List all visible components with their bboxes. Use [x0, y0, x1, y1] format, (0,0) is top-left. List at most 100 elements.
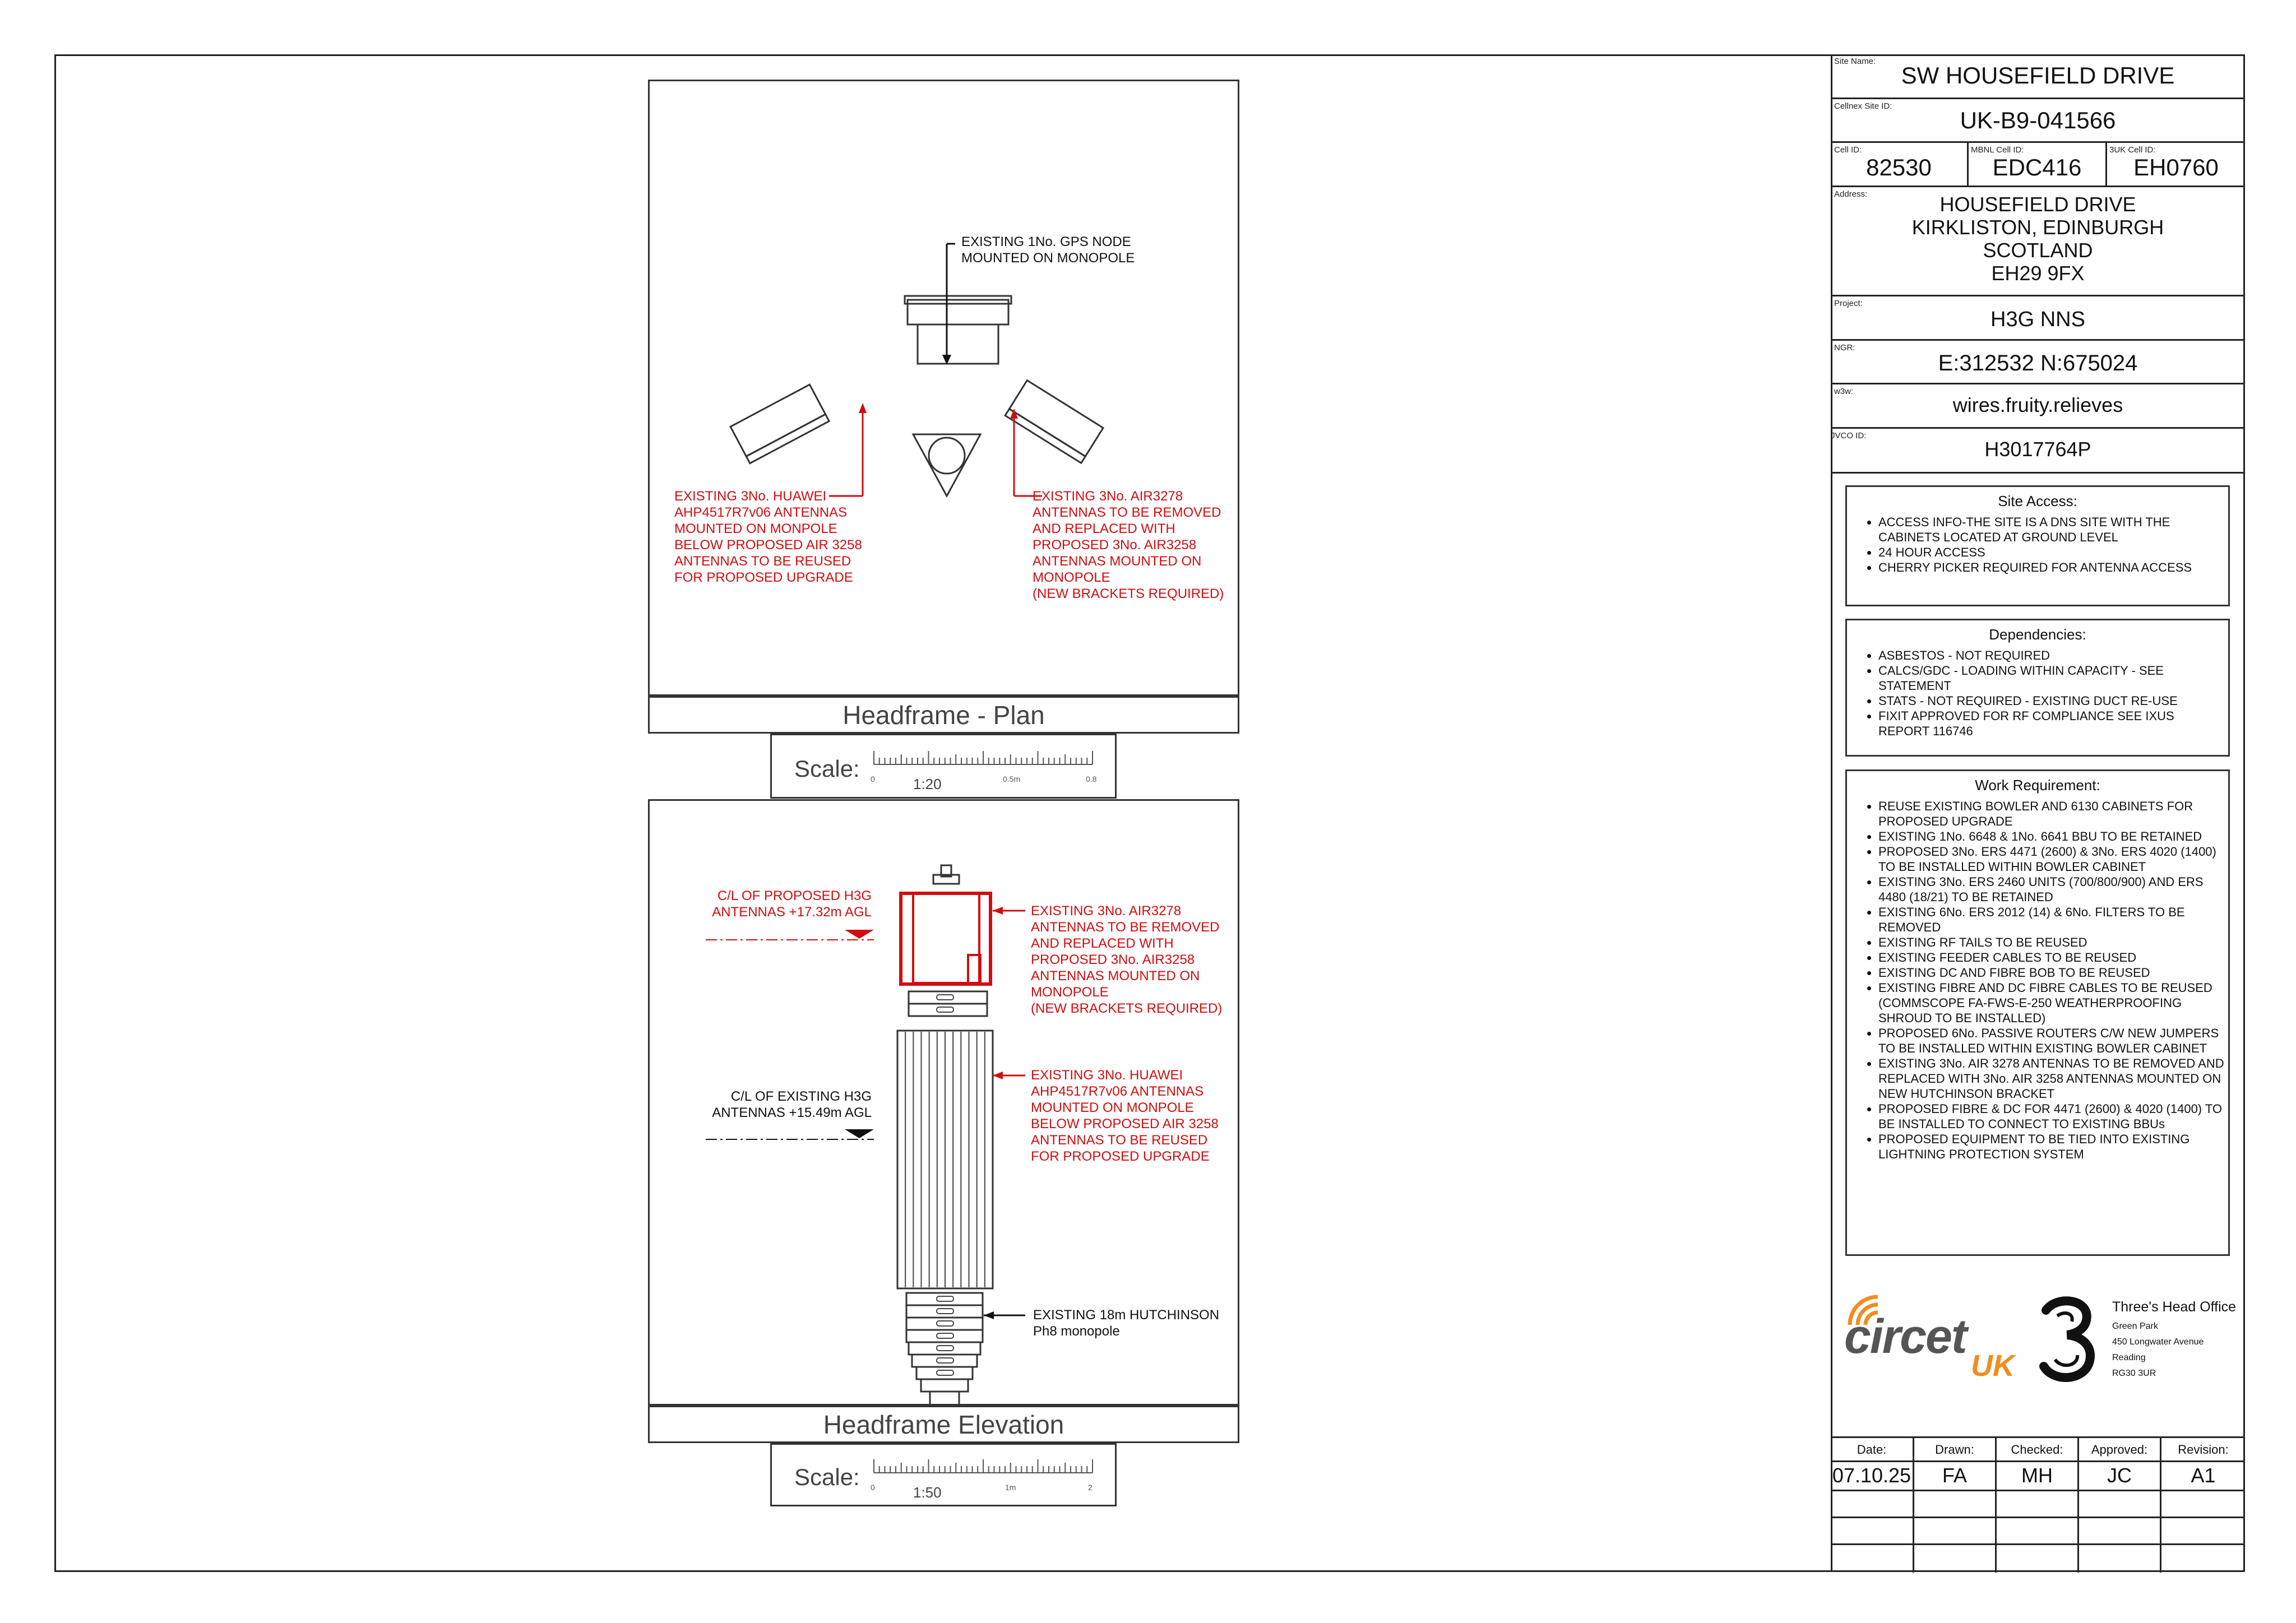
elevation-cl-proposed: C/L OF PROPOSED H3G ANTENNAS +17.32m AGL [712, 888, 872, 920]
list-item: 24 HOUR ACCESS [1878, 545, 2228, 560]
ngr: E:312532 N:675024 [1938, 351, 2138, 375]
elevation-existing-antenna [896, 1030, 994, 1290]
ngr-label: NGR: [1834, 343, 1855, 353]
project-label: Project: [1834, 299, 1863, 308]
plan-scale-ratio: 1:20 [913, 776, 942, 792]
plan-antenna-left [729, 383, 827, 458]
address-label: Address: [1834, 189, 1868, 199]
three-office-line: Reading [2112, 1353, 2146, 1362]
list-item: EXISTING 3No. AIR 3278 ANTENNAS TO BE RE… [1878, 1056, 2228, 1101]
dependencies-title: Dependencies: [1989, 626, 2086, 643]
three-office-address: Green Park 450 Longwater Avenue Reading … [2112, 1319, 2241, 1381]
list-item: EXISTING 6No. ERS 2012 (14) & 6No. FILTE… [1878, 905, 2228, 935]
signal-arcs-icon [1848, 1295, 1878, 1325]
site-access-box: Site Access: ACCESS INFO-THE SITE IS A D… [1845, 485, 2230, 606]
plan-headframe-triangle [911, 433, 982, 498]
ngr-row: NGR: E:312532 N:675024 [1831, 341, 2245, 384]
plan-panel: EXISTING 1No. GPS NODE MOUNTED ON MONOPO… [648, 80, 1239, 696]
list-item: EXISTING DC AND FIBRE BOB TO BE REUSED [1878, 965, 2228, 980]
list-item: ACCESS INFO-THE SITE IS A DNS SITE WITH … [1878, 514, 2228, 545]
list-item: EXISTING FEEDER CABLES TO BE REUSED [1878, 950, 2228, 965]
list-item: STATS - NOT REQUIRED - EXISTING DUCT RE-… [1878, 693, 2228, 708]
elevation-scale-ratio: 1:50 [913, 1484, 942, 1501]
plan-scale-label: Scale: [794, 755, 860, 782]
site-name-row: Site Name: SW HOUSEFIELD DRIVE [1831, 54, 2245, 99]
elevation-scale-bar [873, 1459, 1093, 1473]
elevation-scale: Scale: 0 1:50 1m 2 [770, 1443, 1117, 1506]
cell-id-label: Cell ID: [1834, 145, 1862, 155]
drawn-value: FA [1942, 1464, 1967, 1487]
list-item: REUSE EXISTING BOWLER AND 6130 CABINETS … [1878, 799, 2228, 829]
w3w: wires.fruity.relieves [1952, 393, 2123, 416]
mbnl-id: EDC416 [1992, 154, 2082, 180]
revision-header: Revision: [2178, 1443, 2229, 1457]
jvco-label: JVCO ID: [1831, 431, 1867, 440]
elevation-scale-tick-0: 0 [871, 1483, 875, 1492]
address-row: Address: HOUSEFIELD DRIVE KIRKLISTON, ED… [1831, 187, 2245, 296]
jvco: H3017764P [1984, 438, 2091, 461]
three-office-line: 450 Longwater Avenue [2112, 1337, 2204, 1347]
approved-header: Approved: [2091, 1443, 2148, 1457]
plan-scale-tick-mid: 0.5m [1003, 775, 1021, 783]
list-item: PROPOSED FIBRE & DC FOR 4471 (2600) & 40… [1878, 1101, 2228, 1132]
elevation-scale-tick-mid: 1m [1005, 1483, 1016, 1492]
plan-air-note: EXISTING 3No. AIR3278 ANTENNAS TO BE REM… [1033, 489, 1224, 601]
mbnl-label: MBNL Cell ID: [1971, 145, 2024, 155]
plan-title: Headframe - Plan [648, 696, 1239, 734]
address-line-1: HOUSEFIELD DRIVE [1939, 193, 2136, 216]
list-item: PROPOSED EQUIPMENT TO BE TIED INTO EXIST… [1878, 1132, 2228, 1162]
address-line-3: SCOTLAND [1983, 239, 2093, 262]
w3w-label: w3w: [1834, 387, 1854, 396]
cell-ids-row: Cell ID: 82530 MBNL Cell ID: EDC416 3UK … [1831, 143, 2245, 187]
project: H3G NNS [1991, 308, 2085, 331]
revision-value: A1 [2191, 1464, 2216, 1487]
circet-logo: circet UK [1844, 1289, 2029, 1383]
revision-table: Date: Drawn: Checked: Approved: Revision… [1831, 1436, 2245, 1573]
cellnex-label: Cellnex Site ID: [1834, 101, 1892, 111]
list-item: EXISTING FIBRE AND DC FIBRE CABLES TO BE… [1878, 980, 2228, 1026]
site-name: SW HOUSEFIELD DRIVE [1901, 62, 2175, 89]
elevation-panel: C/L OF PROPOSED H3G ANTENNAS +17.32m AGL… [648, 799, 1239, 1407]
plan-scale-bar [873, 751, 1093, 765]
plan-scale: Scale: 0 1:20 0.5m 0.8 [770, 734, 1117, 799]
drawn-header: Drawn: [1935, 1443, 1974, 1457]
elevation-air-note: EXISTING 3No. AIR3278 ANTENNAS TO BE REM… [1031, 903, 1223, 1016]
three-office-title: Three's Head Office [2112, 1299, 2237, 1315]
plan-pole-circle [928, 437, 966, 475]
threeuk-id: EH0760 [2133, 154, 2219, 180]
list-item: CALCS/GDC - LOADING WITHIN CAPACITY - SE… [1878, 663, 2228, 693]
three-office-line: Green Park [2112, 1321, 2158, 1331]
address: HOUSEFIELD DRIVE KIRKLISTON, EDINBURGH S… [1831, 193, 2245, 285]
date-header: Date: [1857, 1443, 1887, 1457]
site-name-label: Site Name: [1834, 57, 1876, 66]
work-requirement-list: REUSE EXISTING BOWLER AND 6130 CABINETS … [1847, 799, 2228, 1162]
dependencies-box: Dependencies: ASBESTOS - NOT REQUIRED CA… [1845, 619, 2230, 757]
jvco-row: JVCO ID: H3017764P [1831, 429, 2245, 474]
drawing-frame [54, 54, 2245, 1572]
title-block [1831, 54, 2245, 1572]
list-item: EXISTING 1No. 6648 & 1No. 6641 BBU TO BE… [1878, 829, 2228, 844]
elevation-drawing [706, 864, 1025, 1407]
elevation-monopole-note: EXISTING 18m HUTCHINSON Ph8 monopole [1033, 1307, 1220, 1339]
site-access-list: ACCESS INFO-THE SITE IS A DNS SITE WITH … [1847, 514, 2228, 575]
cellnex-id: UK-B9-041566 [1960, 107, 2116, 133]
list-item: ASBESTOS - NOT REQUIRED [1878, 648, 2228, 663]
w3w-row: w3w: wires.fruity.relieves [1831, 384, 2245, 429]
date-value: 07.10.25 [1832, 1464, 1911, 1487]
address-line-2: KIRKLISTON, EDINBURGH [1911, 216, 2164, 239]
checked-value: MH [2021, 1464, 2053, 1487]
list-item: PROPOSED 3No. ERS 4471 (2600) & 3No. ERS… [1878, 844, 2228, 874]
elevation-huawei-note: EXISTING 3No. HUAWEI AHP4517R7v06 ANTENN… [1031, 1068, 1219, 1164]
cell-id: 82530 [1866, 154, 1932, 180]
circet-uk-wordmark: UK [1971, 1349, 2015, 1383]
checked-header: Checked: [2011, 1443, 2063, 1457]
approved-value: JC [2107, 1464, 2132, 1487]
list-item: EXISTING RF TAILS TO BE REUSED [1878, 935, 2228, 950]
plan-huawei-note: EXISTING 3No. HUAWEI AHP4517R7v06 ANTENN… [674, 489, 862, 585]
plan-drawing [729, 243, 1105, 498]
elevation-scale-tick-end: 2 [1088, 1483, 1093, 1492]
three-logo-icon [2039, 1296, 2095, 1382]
dependencies-list: ASBESTOS - NOT REQUIRED CALCS/GDC - LOAD… [1847, 648, 2228, 739]
list-item: EXISTING 3No. ERS 2460 UNITS (700/800/90… [1878, 874, 2228, 905]
list-item: CHERRY PICKER REQUIRED FOR ANTENNA ACCES… [1878, 560, 2228, 575]
